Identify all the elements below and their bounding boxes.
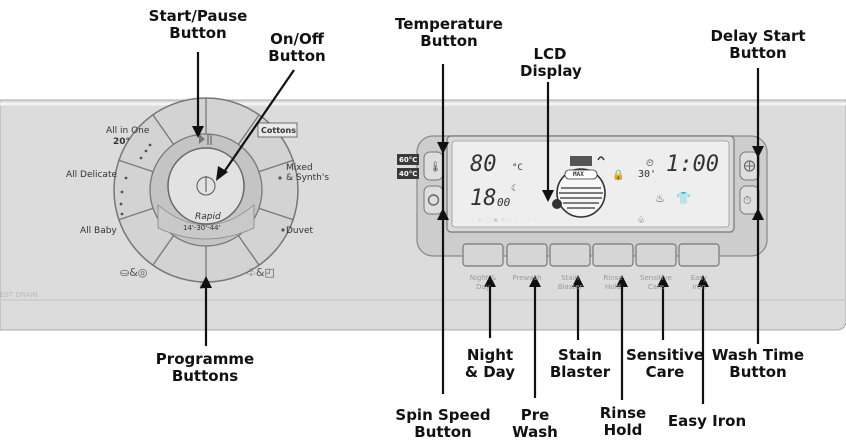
sensitive-care-label: Sensitive Care: [640, 274, 672, 291]
callout-stain-blaster: Stain Blaster: [549, 346, 611, 381]
spin-icon: [427, 194, 440, 206]
cottons-label: Cottons: [261, 126, 296, 135]
lcd-temperature-unit: °C: [512, 163, 523, 173]
callout-spin-speed: Spin Speed Button: [395, 406, 491, 441]
night-day-button[interactable]: [462, 243, 504, 267]
play-pause-icon: [199, 134, 212, 145]
programme-dial-segments[interactable]: [117, 98, 295, 282]
thermometer-icon: 🌡: [429, 161, 442, 173]
callout-rinse-hold: Rinse Hold: [599, 404, 647, 439]
easy-iron-label: Easy Iron: [690, 274, 708, 291]
callout-programme: Programme Buttons: [155, 350, 255, 385]
delay-clock-icon: ⏲: [646, 158, 654, 169]
leader-lines: [196, 52, 760, 404]
all-delicate-label: All Delicate: [66, 170, 118, 180]
callout-delay-start: Delay Start Button: [710, 27, 806, 62]
lock-icon: 🔒: [612, 169, 624, 181]
all-in-one-label: All in One: [106, 126, 150, 136]
temp-badge-60-text: 60°C: [399, 156, 418, 164]
status-dot: [552, 199, 562, 209]
callout-pre-wash: Pre Wash: [512, 406, 558, 441]
faint-indicators: ◦ ☼ ◌ ▪ ✧ ◦ ◦ ◦ ◦ ◦: [470, 216, 538, 224]
panel-edge-text: EST DRAIN: [0, 291, 38, 299]
sensitive-care-button[interactable]: [635, 243, 677, 267]
rapid-times-label: 14'-30'-44': [183, 224, 221, 232]
duvet-label: Duvet: [286, 226, 314, 236]
basket-spin-icon: ⛀&◎: [120, 266, 147, 279]
plus-icon: [743, 160, 756, 172]
option-buttons: [462, 243, 720, 267]
lcd-spin-speed: 18: [470, 186, 497, 211]
programme-dial: ⛀&◎ ♧&◰ ▯: [113, 97, 299, 291]
lcd-temperature: 80: [470, 152, 497, 177]
callout-wash-time: Wash Time Button: [711, 346, 805, 381]
lcd-time: 1:00: [666, 152, 719, 177]
callout-temperature: Temperature Button: [395, 15, 503, 50]
callout-easy-iron: Easy Iron: [667, 412, 747, 430]
all-baby-label: All Baby: [80, 226, 117, 236]
wash-time-button[interactable]: ⏱: [739, 185, 760, 215]
rapid-label: Rapid: [195, 212, 221, 222]
shirt-icon: 👕: [676, 191, 691, 205]
arrowheads: [192, 126, 764, 288]
mixed-synths-label: Mixed & Synth's: [286, 163, 330, 183]
programme-indicator-dots: [119, 143, 285, 232]
callout-on-off: On/Off Button: [268, 30, 326, 65]
callout-sensitive-care: Sensitive Care: [626, 346, 704, 381]
lcd-max-label: MAX: [573, 171, 584, 178]
easy-iron-button[interactable]: [678, 243, 720, 267]
lcd-minutes: 30': [638, 169, 657, 180]
all-in-one-temp-label: 20°: [113, 137, 131, 147]
callout-start-pause: Start/Pause Button: [148, 7, 248, 42]
spin-speed-button[interactable]: [423, 185, 444, 215]
night-day-label: Night & Day: [469, 274, 497, 291]
night-icon: ☾: [511, 184, 519, 194]
callout-night-day: Night & Day: [464, 346, 516, 381]
handwash-small-icon: ♧: [637, 216, 645, 226]
prewash-button[interactable]: [506, 243, 548, 267]
lcd-display: 🔒 ⏲ 👕 ♨ ☾ ♧ ◦ ☼ ◌ ▪ ✧ ◦ ◦ ◦ ◦ ◦: [470, 156, 691, 226]
temp-badge-60: [397, 154, 419, 165]
temperature-button[interactable]: 🌡: [423, 151, 444, 181]
temp-badge-40-text: 40°C: [399, 170, 418, 178]
prewash-label: Prewash: [512, 274, 542, 282]
handwash-iron-icon: ♧&◰: [246, 266, 275, 279]
clock-icon: ⏱: [743, 194, 752, 207]
callout-lcd: LCD Display: [520, 45, 582, 80]
rapid-button[interactable]: [157, 204, 255, 240]
stain-blaster-label: Stain Blaster: [557, 274, 583, 291]
stain-blaster-button[interactable]: [549, 243, 591, 267]
cottons-label-box: [257, 122, 298, 138]
basin-icon: ♨: [655, 192, 665, 205]
rinse-hold-button[interactable]: [592, 243, 634, 267]
lcd-spin-suffix: 00: [497, 196, 511, 209]
delay-start-button[interactable]: [739, 151, 760, 181]
temp-badge-40: [397, 168, 419, 179]
rinse-hold-label: Rinse Hold: [603, 274, 623, 291]
